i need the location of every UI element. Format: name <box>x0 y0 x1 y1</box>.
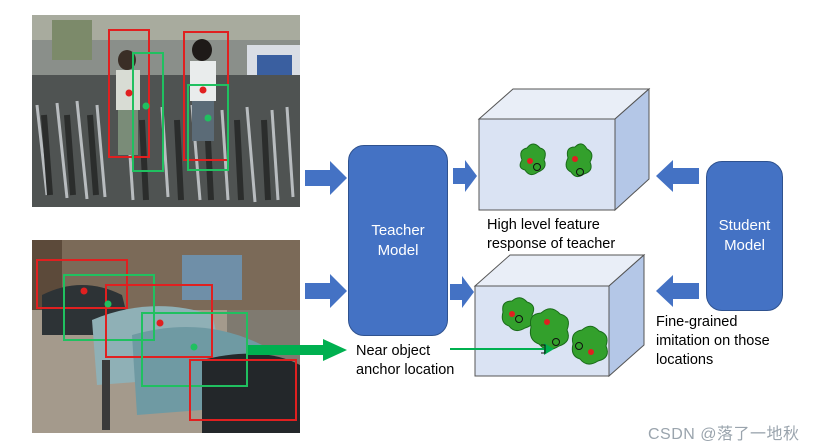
fine-grained-caption: Fine-grained imitation on those location… <box>656 314 770 368</box>
arrow-photo-to-teacher-top <box>305 161 347 195</box>
arrow-student-to-bottom-cube <box>656 275 699 307</box>
bottom-feature-cube <box>473 253 646 378</box>
arrow-teacher-to-top-cube <box>453 160 477 192</box>
detection-box-green <box>132 52 164 172</box>
high-level-feature-caption: High level feature response of teacher <box>487 217 616 252</box>
detection-box-green <box>63 274 155 341</box>
student-model-box: Student Model <box>706 161 783 311</box>
detection-box-green <box>141 312 248 387</box>
street-cars-photo-graphic <box>32 240 300 433</box>
arrow-photo-to-teacher-bottom <box>305 274 347 308</box>
pedestrian-photo <box>32 15 300 207</box>
near-object-caption: Near object anchor location <box>356 343 455 378</box>
teacher-model-label: Teacher Model <box>371 221 425 259</box>
detection-box-green <box>187 84 229 171</box>
top-response-blob <box>565 143 593 178</box>
arrow-student-to-top-cube <box>656 160 699 192</box>
bottom-response-blob <box>571 325 608 365</box>
bottom-response-blob <box>529 308 569 350</box>
bottom-response-blob <box>501 297 535 332</box>
detection-box-red <box>189 359 297 421</box>
pedestrian-photo-graphic <box>32 15 300 207</box>
detection-box-red <box>108 29 150 158</box>
top-response-blob <box>519 143 546 176</box>
top-feature-cube <box>477 87 651 212</box>
arrow-teacher-to-bottom-cube <box>450 276 474 308</box>
teacher-model-box: Teacher Model <box>348 145 448 336</box>
detection-box-red <box>105 284 213 358</box>
watermark: CSDN @落了一地秋 <box>648 426 800 443</box>
student-model-label: Student Model <box>718 217 771 254</box>
street-cars-photo <box>32 240 300 433</box>
